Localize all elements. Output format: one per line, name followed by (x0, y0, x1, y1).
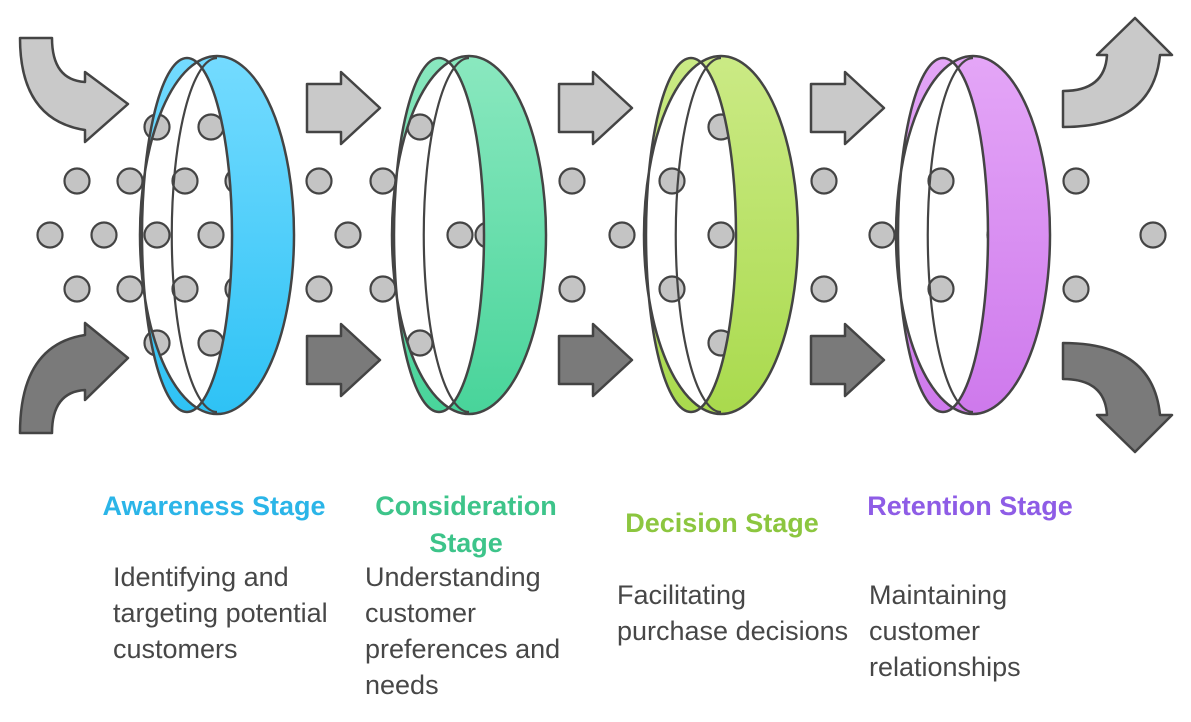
lead-dot-6 (116, 275, 144, 303)
lead-dot-5 (63, 275, 91, 303)
awareness-ring (138, 54, 296, 416)
consideration-ring-rim (422, 56, 470, 414)
lead-dot-50 (1139, 221, 1167, 249)
lead-dot-20 (334, 221, 362, 249)
retention-stage-description: Maintaining customer relationships (869, 580, 1021, 682)
decision-ring-rim (674, 56, 722, 414)
retention-ring (894, 54, 1052, 416)
lead-dot-3 (36, 221, 64, 249)
lead-dot-12 (197, 221, 225, 249)
lead-dot-35 (658, 167, 686, 195)
flow-arrow-bottom-3-icon (809, 322, 886, 398)
consideration-ring (390, 54, 548, 416)
lead-dot-1 (63, 167, 91, 195)
flow-arrow-top-1-icon (305, 70, 382, 146)
lead-dot-26 (446, 221, 474, 249)
lead-dot-51 (1062, 275, 1090, 303)
lead-dot-2 (116, 167, 144, 195)
lead-dot-22 (369, 275, 397, 303)
lead-dot-9 (171, 167, 199, 195)
lead-dot-32 (608, 221, 636, 249)
lead-dot-21 (305, 275, 333, 303)
incoming-arrow-top-icon (18, 36, 130, 144)
decision-ring (642, 54, 800, 416)
lead-dot-38 (658, 275, 686, 303)
incoming-arrow-bottom-icon (18, 321, 130, 435)
awareness-stage-title: Awareness Stage (102, 491, 326, 521)
retention-ring-rim (926, 56, 974, 414)
awareness-stage-description: Identifying and targeting potential cust… (113, 562, 328, 664)
lead-dot-18 (305, 167, 333, 195)
flow-arrow-top-2-icon (557, 70, 634, 146)
lead-dot-14 (171, 275, 199, 303)
lead-dot-33 (558, 275, 586, 303)
decision-stage-title: Decision Stage (625, 508, 819, 538)
flow-arrow-bottom-2-icon (557, 322, 634, 398)
lead-dot-45 (927, 167, 955, 195)
consideration-stage-title: Consideration Stage (375, 491, 557, 558)
lead-dot-37 (707, 221, 735, 249)
lead-dot-11 (143, 221, 171, 249)
decision-stage-description: Facilitating purchase decisions (617, 580, 849, 646)
lead-dot-42 (868, 221, 896, 249)
flow-arrow-top-3-icon (809, 70, 886, 146)
lead-dot-19 (369, 167, 397, 195)
lead-dot-47 (927, 275, 955, 303)
lead-dot-43 (810, 275, 838, 303)
lead-dot-49 (1062, 167, 1090, 195)
flow-arrow-bottom-1-icon (305, 322, 382, 398)
lead-dot-31 (558, 167, 586, 195)
retention-stage-title: Retention Stage (867, 491, 1073, 521)
lead-dot-41 (810, 167, 838, 195)
outgoing-arrow-bottom-icon (1061, 341, 1174, 454)
lead-dot-4 (90, 221, 118, 249)
outgoing-arrow-top-icon (1061, 16, 1174, 129)
consideration-stage-description: Understanding customer preferences and n… (365, 562, 561, 700)
awareness-ring-rim (170, 56, 218, 414)
